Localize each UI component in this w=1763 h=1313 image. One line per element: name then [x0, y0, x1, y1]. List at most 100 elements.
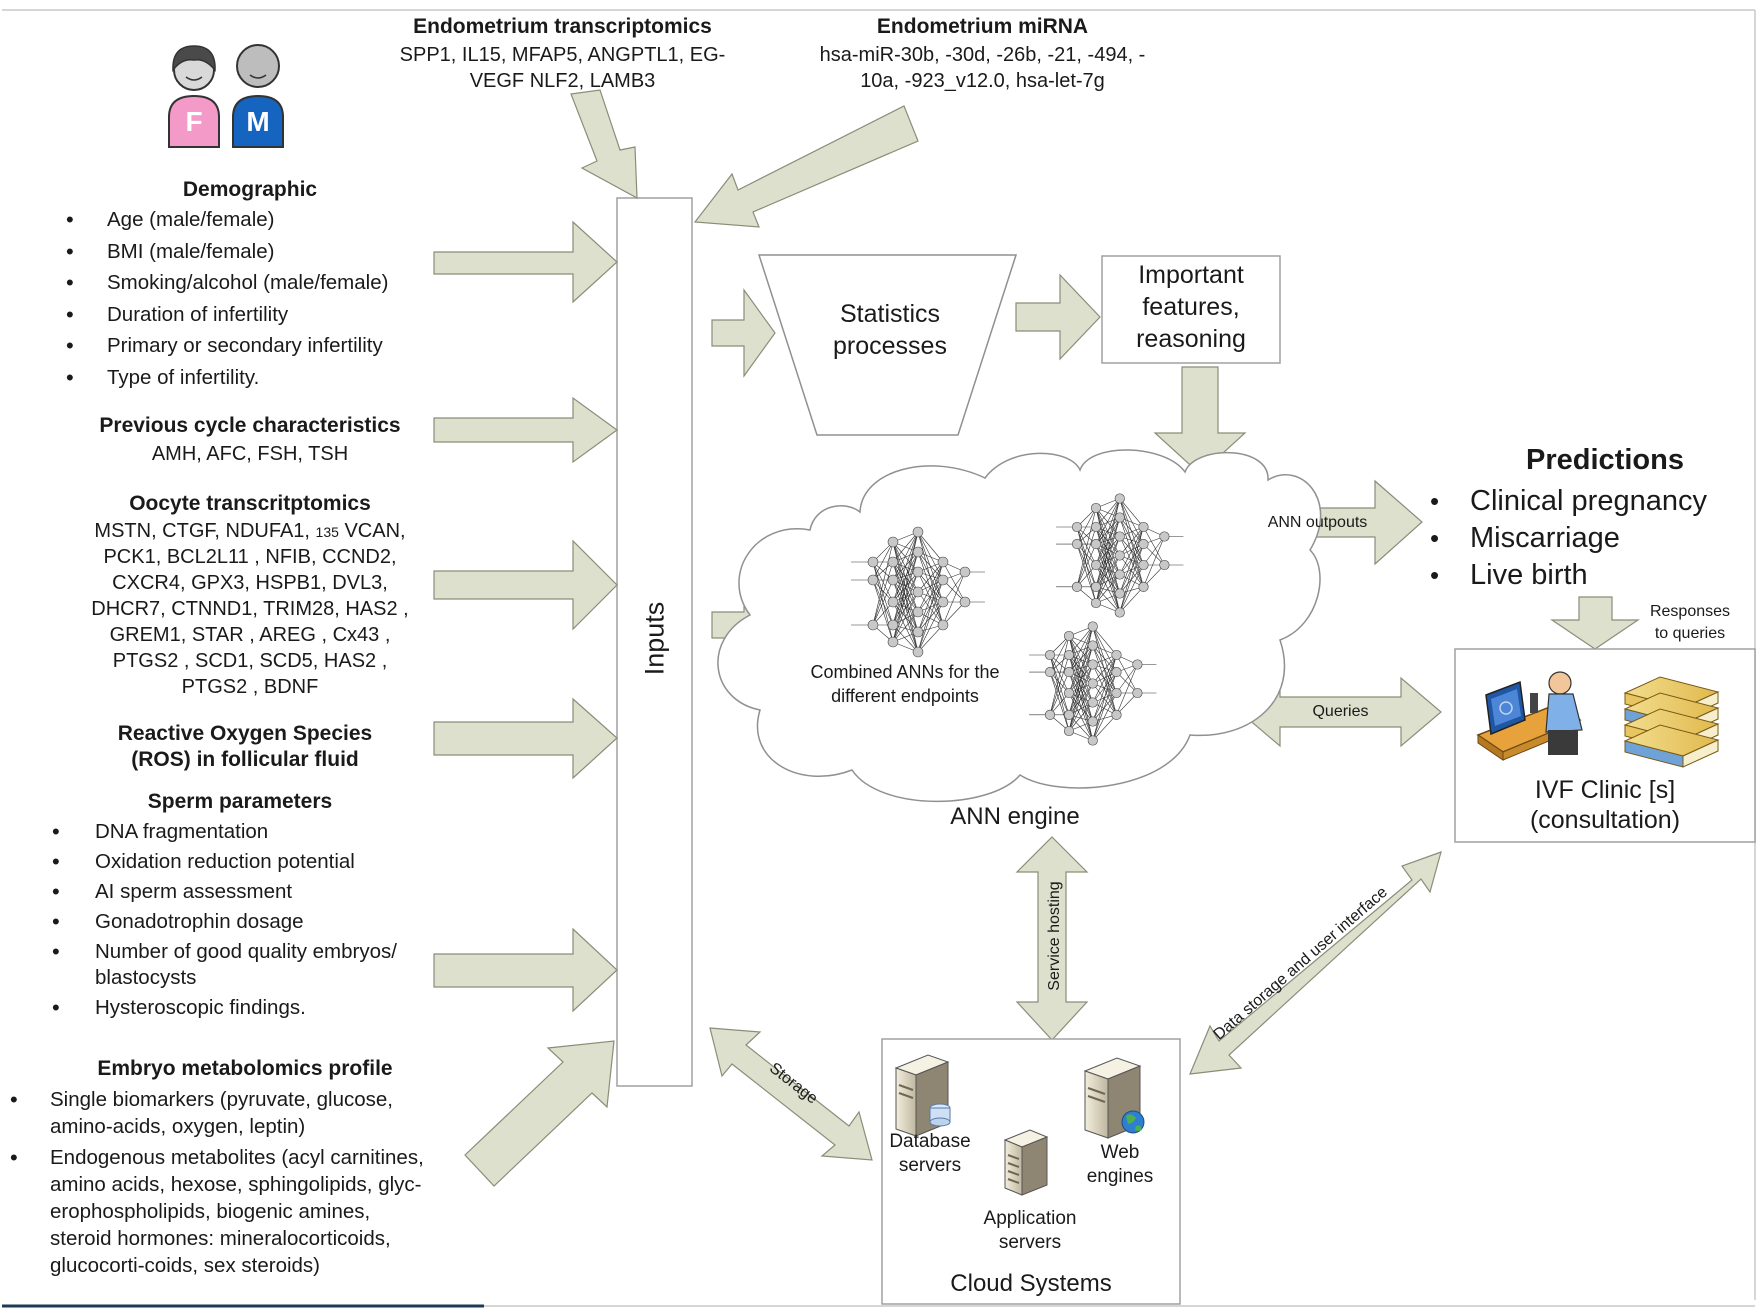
ann-outputs-label: ANN outpouts — [1267, 514, 1368, 531]
ann-node — [912, 526, 924, 538]
ann-connection — [872, 579, 894, 643]
arrow-endometrium-mirna — [693, 105, 919, 228]
ann-node — [1111, 667, 1122, 678]
embryo-item: Endogenous metabolites (acyl carnitines,… — [10, 1144, 482, 1279]
arrow-to-statistics — [711, 288, 776, 378]
ann-connection — [1092, 626, 1117, 715]
ann-node — [1063, 649, 1075, 661]
ann-connection — [1076, 507, 1097, 587]
ann-connection — [1116, 654, 1138, 694]
ann-connection — [942, 561, 966, 603]
oocyte-genes-part: MSTN, CTGF, NDUFA1, — [94, 520, 316, 542]
arrow-embryo — [464, 1040, 615, 1187]
ann-cloud-text-line2: different endpoints — [831, 686, 979, 706]
book-pages — [1682, 739, 1719, 768]
ann-node — [912, 566, 924, 578]
ann-node — [1090, 597, 1102, 609]
ann-node — [1138, 521, 1149, 533]
endometrium-mirna-line2: 10a, -923_v12.0, hsa-let-7g — [860, 70, 1105, 92]
ann-node — [1114, 607, 1125, 618]
important-line2: features, — [1142, 293, 1240, 321]
sperm-item: DNA fragmentation — [52, 819, 434, 845]
embryo-item-line: Endogenous metabolites (acyl carnitines, — [50, 1146, 424, 1169]
ann-node — [1090, 581, 1102, 592]
ann-connection — [892, 551, 919, 626]
ann-connection — [1095, 555, 1121, 604]
database-servers-line1: Database — [889, 1131, 971, 1152]
ann-connection — [1076, 526, 1097, 566]
ann-connection — [892, 531, 919, 581]
ann-connection — [917, 531, 944, 626]
ann-connection — [872, 541, 894, 626]
ann-node — [1071, 539, 1083, 550]
ann-node — [1087, 659, 1098, 670]
endometrium-transcriptomics-genes-line1: SPP1, IL15, MFAP5, ANGPTL1, EG- — [399, 44, 726, 66]
ann-connection — [917, 579, 944, 653]
ann-connection — [1068, 626, 1094, 694]
ann-node — [1087, 697, 1098, 708]
ann-connection — [1092, 664, 1117, 715]
ann-node — [1132, 687, 1143, 699]
endometrium-transcriptomics-title: Endometrium transcriptomics — [413, 15, 712, 38]
ann-connection — [1076, 526, 1097, 587]
ann-connection — [942, 601, 966, 626]
ann-connection — [917, 551, 944, 581]
ann-node — [1087, 716, 1098, 727]
responses-label-line2: to queries — [1654, 625, 1726, 642]
arrow-endometrium-transcriptomics — [570, 89, 638, 200]
ann-connection — [1095, 544, 1121, 613]
ann-connection — [917, 551, 944, 626]
ann-connection — [1095, 574, 1120, 604]
application-server-icon — [1003, 1129, 1049, 1196]
ann-node — [1063, 709, 1075, 720]
arrow-sperm — [433, 927, 618, 1013]
ann-connection — [1049, 654, 1070, 694]
embryo-item-line: Single biomarkers (pyruvate, glucose, — [50, 1088, 393, 1111]
ann-connection — [917, 571, 944, 626]
doctor-at-microscope-icon — [1476, 671, 1583, 761]
oocyte-genes-line: PTGS2 , BDNF — [181, 676, 319, 698]
ann-node — [887, 619, 899, 631]
ann-node — [1090, 559, 1102, 571]
ann-connection — [1119, 517, 1144, 587]
oocyte-title: Oocyte transcritptomics — [129, 492, 371, 515]
ann-connection — [892, 531, 919, 626]
ann-connection — [892, 531, 919, 563]
ann-connection — [1092, 692, 1117, 722]
ann-node — [1090, 502, 1102, 514]
ann-connection — [872, 561, 894, 626]
ann-connection — [1119, 564, 1144, 613]
ann-connection — [917, 561, 944, 613]
ann-node — [1090, 539, 1102, 550]
oocyte-genes-line1: MSTN, CTGF, NDUFA1, 135 VCAN, — [40, 518, 460, 545]
ann-connection — [1092, 692, 1117, 741]
ann-node — [1159, 559, 1170, 571]
statistics-line1: Statistics — [839, 300, 941, 328]
ann-node — [1138, 539, 1149, 550]
ann-connection — [1092, 671, 1117, 703]
ann-connection — [1119, 498, 1144, 545]
important-line3: reasoning — [1136, 325, 1246, 353]
ann-connection — [1092, 683, 1117, 716]
embryo-item: Single biomarkers (pyruvate, glucose,ami… — [10, 1086, 482, 1140]
ann-connection — [1095, 517, 1121, 566]
embryo-title: Embryo metabolomics profile — [97, 1057, 393, 1080]
books-stack-icon — [1623, 676, 1720, 768]
ann-node — [937, 556, 949, 568]
demographic-item: Primary or secondary infertility — [66, 330, 426, 362]
ivf-clinic-line2: (consultation) — [1529, 806, 1681, 834]
web-engine-server-icon — [1083, 1057, 1145, 1139]
oocyte-genes-line: DHCR7, CTNND1, TRIM28, HAS2 , — [91, 598, 409, 620]
ann-connection — [917, 601, 944, 633]
ann-connection — [1068, 702, 1093, 732]
endometrium-transcriptomics-genes-line2: VEGF NLF2, LAMB3 — [469, 70, 656, 92]
ann-connection — [1116, 664, 1138, 715]
arrow-demographic — [433, 220, 618, 304]
ann-connection — [1119, 586, 1144, 613]
ann-node — [1114, 588, 1125, 599]
ann-connection — [872, 561, 894, 603]
ann-connection — [1119, 536, 1144, 587]
ann-connection — [1119, 543, 1144, 575]
ann-node — [1063, 687, 1075, 699]
